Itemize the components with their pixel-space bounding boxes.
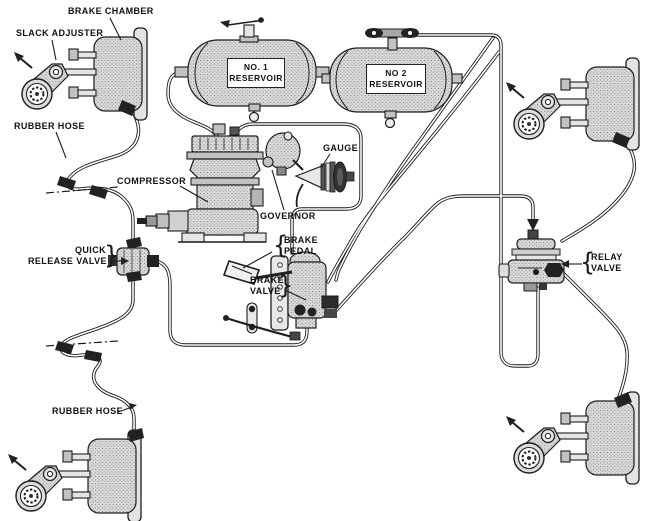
brake-chamber-front-left-bottom (7, 429, 142, 521)
brake-chamber-label: BRAKE CHAMBER (68, 6, 154, 16)
drain-cock (384, 110, 397, 129)
hose-coupling (89, 185, 108, 199)
hose-coupling (55, 341, 74, 354)
spring-housing (295, 317, 317, 329)
quick-release-brace: } (104, 240, 120, 270)
hose-coupling (57, 176, 76, 190)
quick-release-valve-label: QUICK RELEASE VALVE (28, 245, 107, 266)
delivery-port (321, 295, 339, 309)
crankcase (185, 208, 259, 236)
hose-elbow (612, 132, 630, 148)
brake-pedal-brace: { (273, 230, 289, 260)
port (174, 66, 190, 78)
arrowhead (121, 257, 129, 265)
supply-port (539, 283, 547, 290)
hose-nut (126, 237, 142, 249)
delivery-port (147, 255, 159, 267)
drain-cock (248, 103, 261, 123)
relay-valve (498, 219, 565, 292)
governor (262, 131, 304, 176)
top-stem (527, 229, 539, 240)
brake-valve-label: BRAKE VALVE (250, 275, 285, 296)
hose-elbow (118, 100, 136, 116)
supply-port (523, 282, 538, 292)
gauge (294, 161, 355, 208)
gauge-horn (294, 165, 323, 189)
gauge-support (295, 183, 304, 208)
roller (294, 304, 306, 316)
hose-coupling (84, 350, 102, 362)
compressor (137, 123, 267, 243)
relay-valve-label: RELAY VALVE (591, 252, 623, 273)
governor-label: GOVERNOR (260, 211, 316, 221)
arrowhead (561, 260, 569, 268)
compressor-label: COMPRESSOR (117, 176, 187, 186)
roller (307, 307, 317, 317)
label-leaders (51, 17, 582, 413)
reservoir-1-label: NO. 1 RESERVOIR (227, 58, 285, 88)
pedal-lever (255, 270, 293, 280)
safety-valve (220, 17, 265, 43)
slack-adjuster-label: SLACK ADJUSTER (16, 28, 104, 38)
gauge-label: GAUGE (323, 143, 359, 153)
cylinder-block (196, 184, 254, 210)
delivery-port (544, 263, 564, 277)
cap (516, 238, 556, 250)
relay-valve-brace: { (580, 247, 596, 277)
frame-crossing-top (45, 176, 119, 199)
brake-valve-brace: } (278, 270, 294, 300)
hose-nut (126, 271, 142, 282)
pull-rod (225, 316, 297, 340)
rubber-hose-top-label: RUBBER HOSE (14, 121, 85, 131)
reservoir-2-label: NO 2 RESERVOIR (366, 64, 426, 94)
crankshaft-pulley (137, 210, 189, 232)
brake-pedal-label: BRAKE PEDAL (284, 235, 319, 256)
quick-release-valve (108, 237, 159, 282)
rubber-hose-bottom-label: RUBBER HOSE (52, 406, 123, 416)
side-port (498, 263, 510, 278)
brake-valve-assembly (222, 251, 339, 341)
arrowhead (129, 403, 137, 410)
valve-body (287, 261, 327, 319)
delivery-port (324, 309, 337, 318)
inlet-fitting (212, 123, 226, 135)
outlet-fitting (229, 126, 240, 136)
tee-fitting (365, 28, 419, 51)
service-line-arrowhead (527, 219, 539, 231)
hose-elbow (128, 428, 144, 442)
frame-crossing-bottom (45, 340, 119, 362)
hose-elbow (614, 392, 632, 408)
